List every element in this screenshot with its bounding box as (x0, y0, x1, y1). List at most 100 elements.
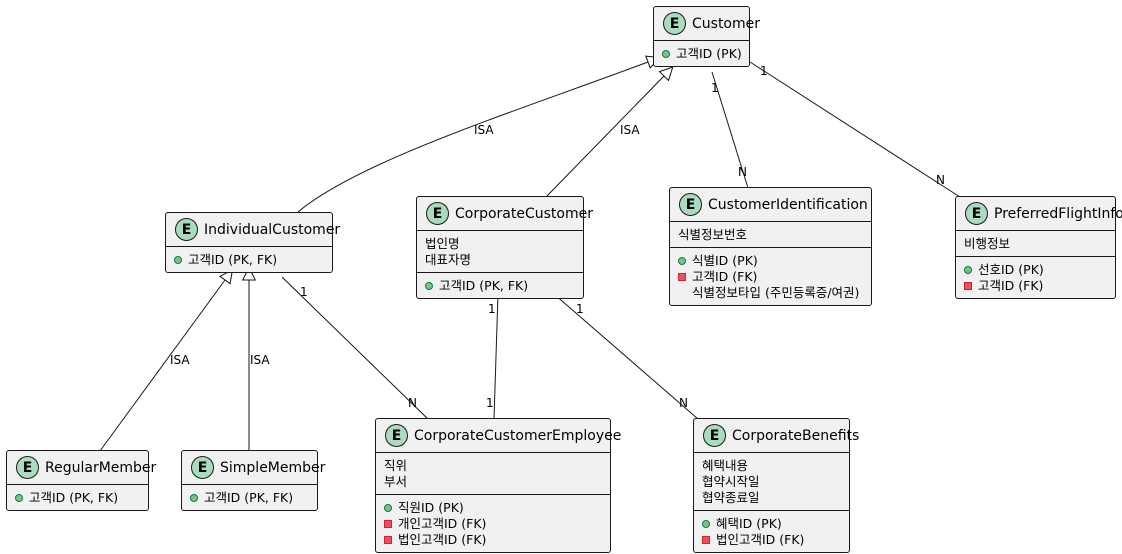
isa-label-individual: ISA (474, 123, 494, 137)
entity-header: E Customer (654, 7, 760, 40)
entity-badge-icon: E (191, 456, 214, 479)
entity-attribute: 직위 (384, 458, 408, 473)
entity-key-text: 법인고객ID (FK) (716, 532, 805, 547)
entity-key-text: 법인고객ID (FK) (398, 532, 487, 547)
entity-attribute: 부서 (384, 474, 408, 489)
entity-name: CorporateBenefits (732, 427, 860, 444)
entity-key-row: 고객ID (PK, FK) (190, 490, 309, 506)
entity-key-text: 직원ID (PK) (398, 500, 464, 515)
entity-key-row: 법인고객ID (FK) (702, 532, 841, 548)
entity-attribute: 협약종료일 (702, 490, 760, 505)
entity-name: CorporateCustomerEmployee (414, 427, 622, 444)
foreign-key-icon (678, 273, 692, 281)
entity-key-text: 식별ID (PK) (692, 253, 758, 268)
entity-name: PreferredFlightInfo (994, 205, 1122, 222)
entity-header: E PreferredFlightInfo (956, 197, 1122, 230)
cardinality-customer-flight-source: 1 (760, 64, 768, 78)
entity-regular-member[interactable]: E RegularMember 고객ID (PK, FK) (6, 450, 156, 511)
entity-badge-icon: E (426, 202, 449, 225)
entity-key-row: 식별정보타입 (주민등록증/여권) (678, 285, 863, 301)
entity-badge-icon: E (16, 456, 39, 479)
entity-attribute: 비행정보 (964, 236, 1011, 251)
entity-badge-icon: E (703, 424, 726, 447)
entity-keys-section: 고객ID (PK, FK) (417, 272, 583, 298)
entity-name: Customer (692, 15, 761, 32)
primary-key-icon (190, 494, 204, 502)
entity-header: E IndividualCustomer (166, 213, 340, 246)
entity-key-row: 식별ID (PK) (678, 253, 863, 269)
entity-attributes-section: 비행정보 (956, 230, 1115, 256)
entity-attribute: 법인명 (425, 236, 460, 251)
entity-key-text: 고객ID (PK, FK) (29, 490, 119, 505)
entity-key-text: 고객ID (FK) (692, 269, 758, 284)
entity-name: RegularMember (45, 459, 157, 476)
cardinality-corporate-benefits-source: 1 (576, 302, 584, 316)
cardinality-individual-employee-source: 1 (300, 285, 308, 299)
entity-keys-section: 식별ID (PK)고객ID (FK)식별정보타입 (주민등록증/여권) (670, 247, 871, 305)
entity-key-text: 고객ID (PK, FK) (204, 490, 294, 505)
cardinality-customer-identification-target: N (738, 165, 747, 179)
isa-label-regular: ISA (170, 353, 190, 367)
entity-attribute: 식별정보번호 (678, 227, 748, 242)
primary-key-icon (662, 50, 676, 58)
entity-keys-section: 혜택ID (PK)법인고객ID (FK) (694, 510, 849, 552)
primary-key-icon (964, 266, 978, 274)
entity-key-row: 혜택ID (PK) (702, 516, 841, 532)
entity-individual-customer[interactable]: E IndividualCustomer 고객ID (PK, FK) (165, 212, 340, 273)
entity-key-row: 고객ID (PK, FK) (15, 490, 140, 506)
entity-simple-member[interactable]: E SimpleMember 고객ID (PK, FK) (181, 450, 325, 511)
entity-name: SimpleMember (220, 459, 326, 476)
entity-customer[interactable]: E Customer 고객ID (PK) (653, 6, 760, 67)
entity-attributes-section: 식별정보번호 (670, 221, 871, 247)
entity-key-row: 직원ID (PK) (384, 500, 602, 516)
entity-header: E CorporateBenefits (694, 419, 859, 452)
entity-key-row: 고객ID (FK) (964, 278, 1107, 294)
entity-key-text: 고객ID (PK, FK) (439, 278, 529, 293)
foreign-key-icon (964, 282, 978, 290)
assoc-line-customer-identification (711, 71, 749, 189)
primary-key-icon (425, 282, 439, 290)
entity-key-text: 고객ID (FK) (978, 278, 1044, 293)
entity-badge-icon: E (679, 193, 702, 216)
entity-header: E SimpleMember (182, 451, 325, 484)
primary-key-icon (678, 257, 692, 265)
cardinality-corporate-employee-source: 1 (488, 302, 496, 316)
isa-line-individual (297, 62, 648, 213)
assoc-line-customer-flight (749, 61, 961, 198)
entity-key-row: 고객ID (PK, FK) (425, 278, 575, 294)
entity-badge-icon: E (175, 218, 198, 241)
isa-line-corporate (545, 76, 664, 198)
entity-keys-section: 고객ID (PK, FK) (166, 246, 332, 272)
entity-key-row: 고객ID (PK, FK) (174, 252, 324, 268)
entity-attribute: 협약시작일 (702, 474, 760, 489)
entity-name: IndividualCustomer (204, 221, 341, 238)
primary-key-icon (15, 494, 29, 502)
isa-line-regular (99, 280, 225, 452)
entity-key-row: 선호ID (PK) (964, 262, 1107, 278)
primary-key-icon (384, 504, 398, 512)
entity-badge-icon: E (663, 12, 686, 35)
entity-keys-section: 고객ID (PK, FK) (7, 484, 148, 510)
primary-key-icon (702, 520, 716, 528)
entity-keys-section: 고객ID (PK) (654, 40, 749, 66)
entity-badge-icon: E (965, 202, 988, 225)
entity-badge-icon: E (385, 424, 408, 447)
isa-label-corporate: ISA (620, 123, 640, 137)
entity-header: E RegularMember (7, 451, 156, 484)
entity-key-text: 개인고객ID (FK) (398, 516, 487, 531)
assoc-line-individual-employee (281, 276, 429, 420)
cardinality-individual-employee-target: N (408, 396, 417, 410)
entity-key-row: 고객ID (PK) (662, 46, 742, 62)
entity-attribute: 대표자명 (425, 252, 472, 267)
entity-attribute: 혜택내용 (702, 458, 749, 473)
cardinality-customer-flight-target: N (936, 173, 945, 187)
